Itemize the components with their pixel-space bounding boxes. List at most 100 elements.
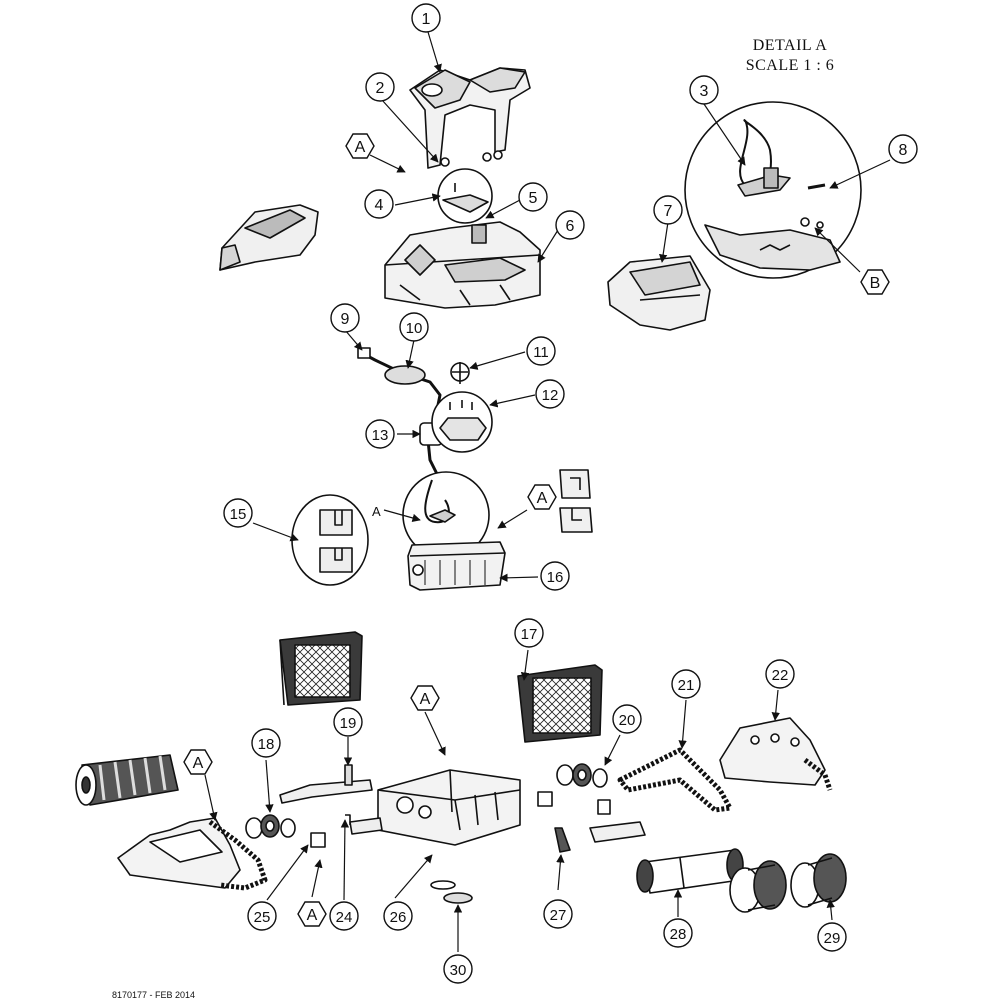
- svg-text:15: 15: [230, 506, 247, 523]
- drive-track: [617, 747, 733, 813]
- detail-a-title: DETAIL A SCALE 1 : 6: [700, 36, 880, 76]
- svg-text:19: 19: [340, 715, 357, 732]
- svg-text:4: 4: [375, 197, 384, 214]
- pulley-set-right: [556, 763, 608, 788]
- pulley-set-left: [245, 814, 296, 839]
- svg-text:8: 8: [899, 142, 908, 159]
- side-rail-left: [279, 764, 373, 804]
- callout-13: 13: [365, 419, 395, 449]
- svg-text:3: 3: [700, 83, 709, 100]
- svg-text:2: 2: [376, 80, 385, 97]
- part-15-detail: [291, 494, 369, 586]
- svg-text:30: 30: [450, 962, 467, 979]
- svg-text:A: A: [307, 907, 318, 924]
- callout-18: 18: [251, 728, 281, 758]
- handle-part: [409, 67, 531, 169]
- callout-15: 15: [223, 498, 253, 528]
- svg-text:26: 26: [390, 909, 407, 926]
- callout-5: 5: [518, 182, 548, 212]
- callout-10: 10: [399, 312, 429, 342]
- detail-a-label: A: [372, 504, 381, 519]
- callout-27: 27: [543, 899, 573, 929]
- part-4-detail: [437, 168, 493, 224]
- side-panel-right: [719, 717, 833, 791]
- brush-rollers-right: [729, 853, 847, 913]
- motor-box-part: [407, 541, 506, 591]
- motor-housing-part: [384, 221, 541, 309]
- callout-20: 20: [612, 704, 642, 734]
- detail-scale-text: SCALE 1 : 6: [745, 57, 835, 74]
- top-cover-right: [607, 255, 711, 331]
- callout-11: 11: [526, 336, 556, 366]
- brush-roller-left: [75, 754, 179, 806]
- callout-26: 26: [383, 901, 413, 931]
- ref-b: B: [860, 269, 890, 295]
- svg-text:9: 9: [341, 311, 350, 328]
- callout-9: 9: [330, 303, 360, 333]
- svg-text:29: 29: [824, 930, 841, 947]
- callout-2: 2: [365, 72, 395, 102]
- drive-roller: [636, 848, 744, 894]
- callout-17: 17: [514, 618, 544, 648]
- detail-title-text: DETAIL A: [752, 37, 828, 54]
- svg-text:A: A: [537, 490, 548, 507]
- callout-12: 12: [535, 379, 565, 409]
- svg-text:16: 16: [547, 569, 564, 586]
- ref-a-left: A: [183, 749, 213, 775]
- callout-21: 21: [671, 669, 701, 699]
- callout-3: 3: [689, 75, 719, 105]
- svg-text:18: 18: [258, 736, 275, 753]
- callout-24: 24: [329, 901, 359, 931]
- impeller-part: [430, 880, 473, 904]
- svg-text:B: B: [870, 275, 881, 292]
- callout-22: 22: [765, 659, 795, 689]
- ref-a-top: A: [345, 133, 375, 159]
- svg-text:10: 10: [406, 320, 423, 337]
- ref-a-bottom: A: [297, 901, 327, 927]
- svg-text:A: A: [420, 691, 431, 708]
- part-12-detail: [431, 362, 493, 453]
- callout-30: 30: [443, 954, 473, 984]
- callout-4: 4: [364, 189, 394, 219]
- svg-text:24: 24: [336, 909, 353, 926]
- reference-hexagons: A B A A A A: [183, 133, 890, 927]
- filter-panel-left: [279, 631, 363, 706]
- filter-panel-right: [517, 664, 603, 743]
- svg-text:27: 27: [550, 907, 567, 924]
- svg-text:17: 17: [521, 626, 538, 643]
- ref-a-mid: A: [527, 484, 557, 510]
- svg-text:25: 25: [254, 909, 271, 926]
- callout-25: 25: [247, 901, 277, 931]
- svg-text:6: 6: [566, 218, 575, 235]
- callout-28: 28: [663, 918, 693, 948]
- callout-16: 16: [540, 561, 570, 591]
- callout-bubbles: 1 2 3 4 5 6 7 8 9 10 11 12 13 15 16 17 1…: [223, 3, 918, 984]
- svg-text:11: 11: [533, 344, 549, 361]
- side-panel-left: [117, 817, 268, 891]
- svg-text:1: 1: [422, 11, 431, 28]
- callout-8: 8: [888, 134, 918, 164]
- detail-a-magnified: [684, 101, 862, 279]
- callout-7: 7: [653, 195, 683, 225]
- callout-6: 6: [555, 210, 585, 240]
- callout-1: 1: [411, 3, 441, 33]
- svg-text:13: 13: [372, 427, 389, 444]
- svg-text:A: A: [355, 139, 366, 156]
- svg-text:22: 22: [772, 667, 789, 684]
- svg-text:21: 21: [678, 677, 695, 694]
- svg-text:28: 28: [670, 926, 687, 943]
- small-bracket-parts: [310, 799, 646, 853]
- top-cover-left: [219, 204, 319, 271]
- document-code: 8170177 - FEB 2014: [112, 990, 196, 1000]
- callout-19: 19: [333, 707, 363, 737]
- ref-a-chassis: A: [410, 685, 440, 711]
- callout-29: 29: [817, 922, 847, 952]
- clip-parts: [559, 469, 593, 533]
- svg-text:20: 20: [619, 712, 636, 729]
- svg-text:12: 12: [542, 387, 559, 404]
- svg-text:7: 7: [664, 203, 673, 220]
- svg-text:5: 5: [529, 190, 538, 207]
- leader-lines: [204, 31, 891, 952]
